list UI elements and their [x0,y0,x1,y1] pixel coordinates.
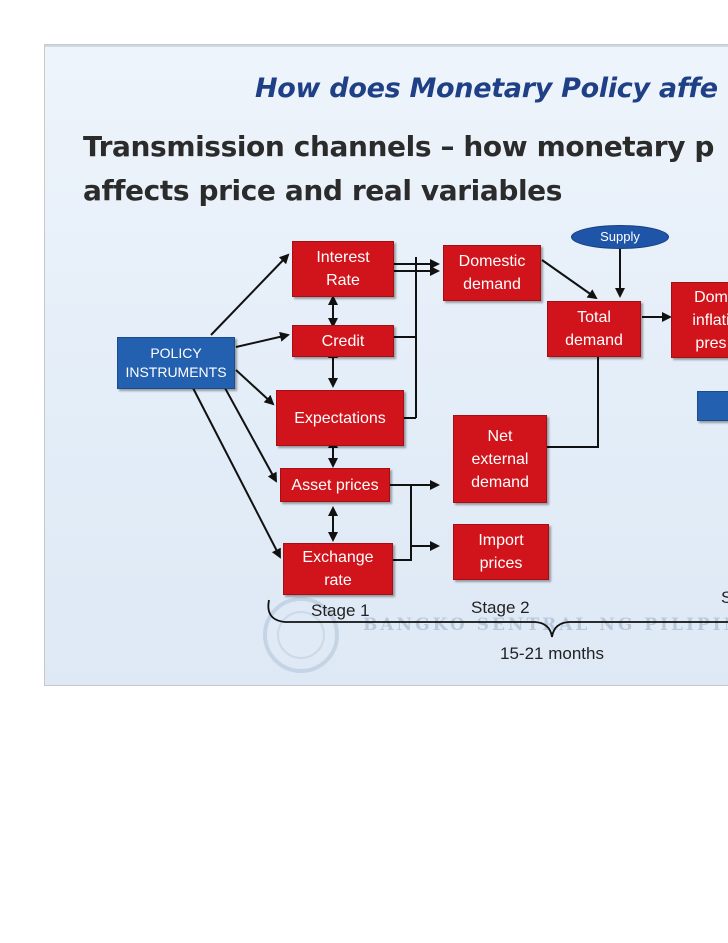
label-duration: 15-21 months [500,644,604,663]
box-net-external-demand: Net external demand [453,415,547,503]
box-import-prices: Import prices [453,524,549,580]
box-domestic-inflation: Dom inflati pres [671,282,728,358]
arrow-domestic-to-total [541,259,598,300]
stage-brace [267,599,728,638]
box-exchange-rate: Exchange rate [283,543,393,595]
arrow-policy-to-credit [235,331,290,348]
slide-title: How does Monetary Policy affe [255,73,718,104]
slide-top-rule [45,45,728,47]
slide-subtitle: Transmission channels – how monetary p a… [83,130,715,207]
arrow-policy-to-exchange [192,387,281,559]
label-stage2: Stage 2 [471,598,530,617]
arrow-policy-to-asset [224,387,277,483]
arrow-policy-to-expectations [235,369,275,406]
box-expectations: Expectations [276,390,404,446]
box-domestic-demand: Domestic demand [443,245,541,301]
box-asset-prices: Asset prices [280,468,390,502]
connector-net-to-total [547,333,603,448]
connector-exchange [393,485,412,561]
box-supply: Supply [571,225,669,249]
box-total-demand: Total demand [547,301,641,357]
box-interest-rate: Interest Rate [292,241,394,297]
bank-seal-watermark-icon [263,597,339,673]
box-policy-instruments: POLICY INSTRUMENTS [117,337,235,389]
label-stage1: Stage 1 [311,601,370,620]
box-credit: Credit [292,325,394,357]
arrow-policy-to-interest [210,253,290,336]
slide: BANGKO SENTRAL NG PILIPINAS How does Mon… [44,44,728,686]
label-stage3: S [721,588,728,608]
diagram-connectors [192,249,728,638]
box-stage3-partial [697,391,728,421]
